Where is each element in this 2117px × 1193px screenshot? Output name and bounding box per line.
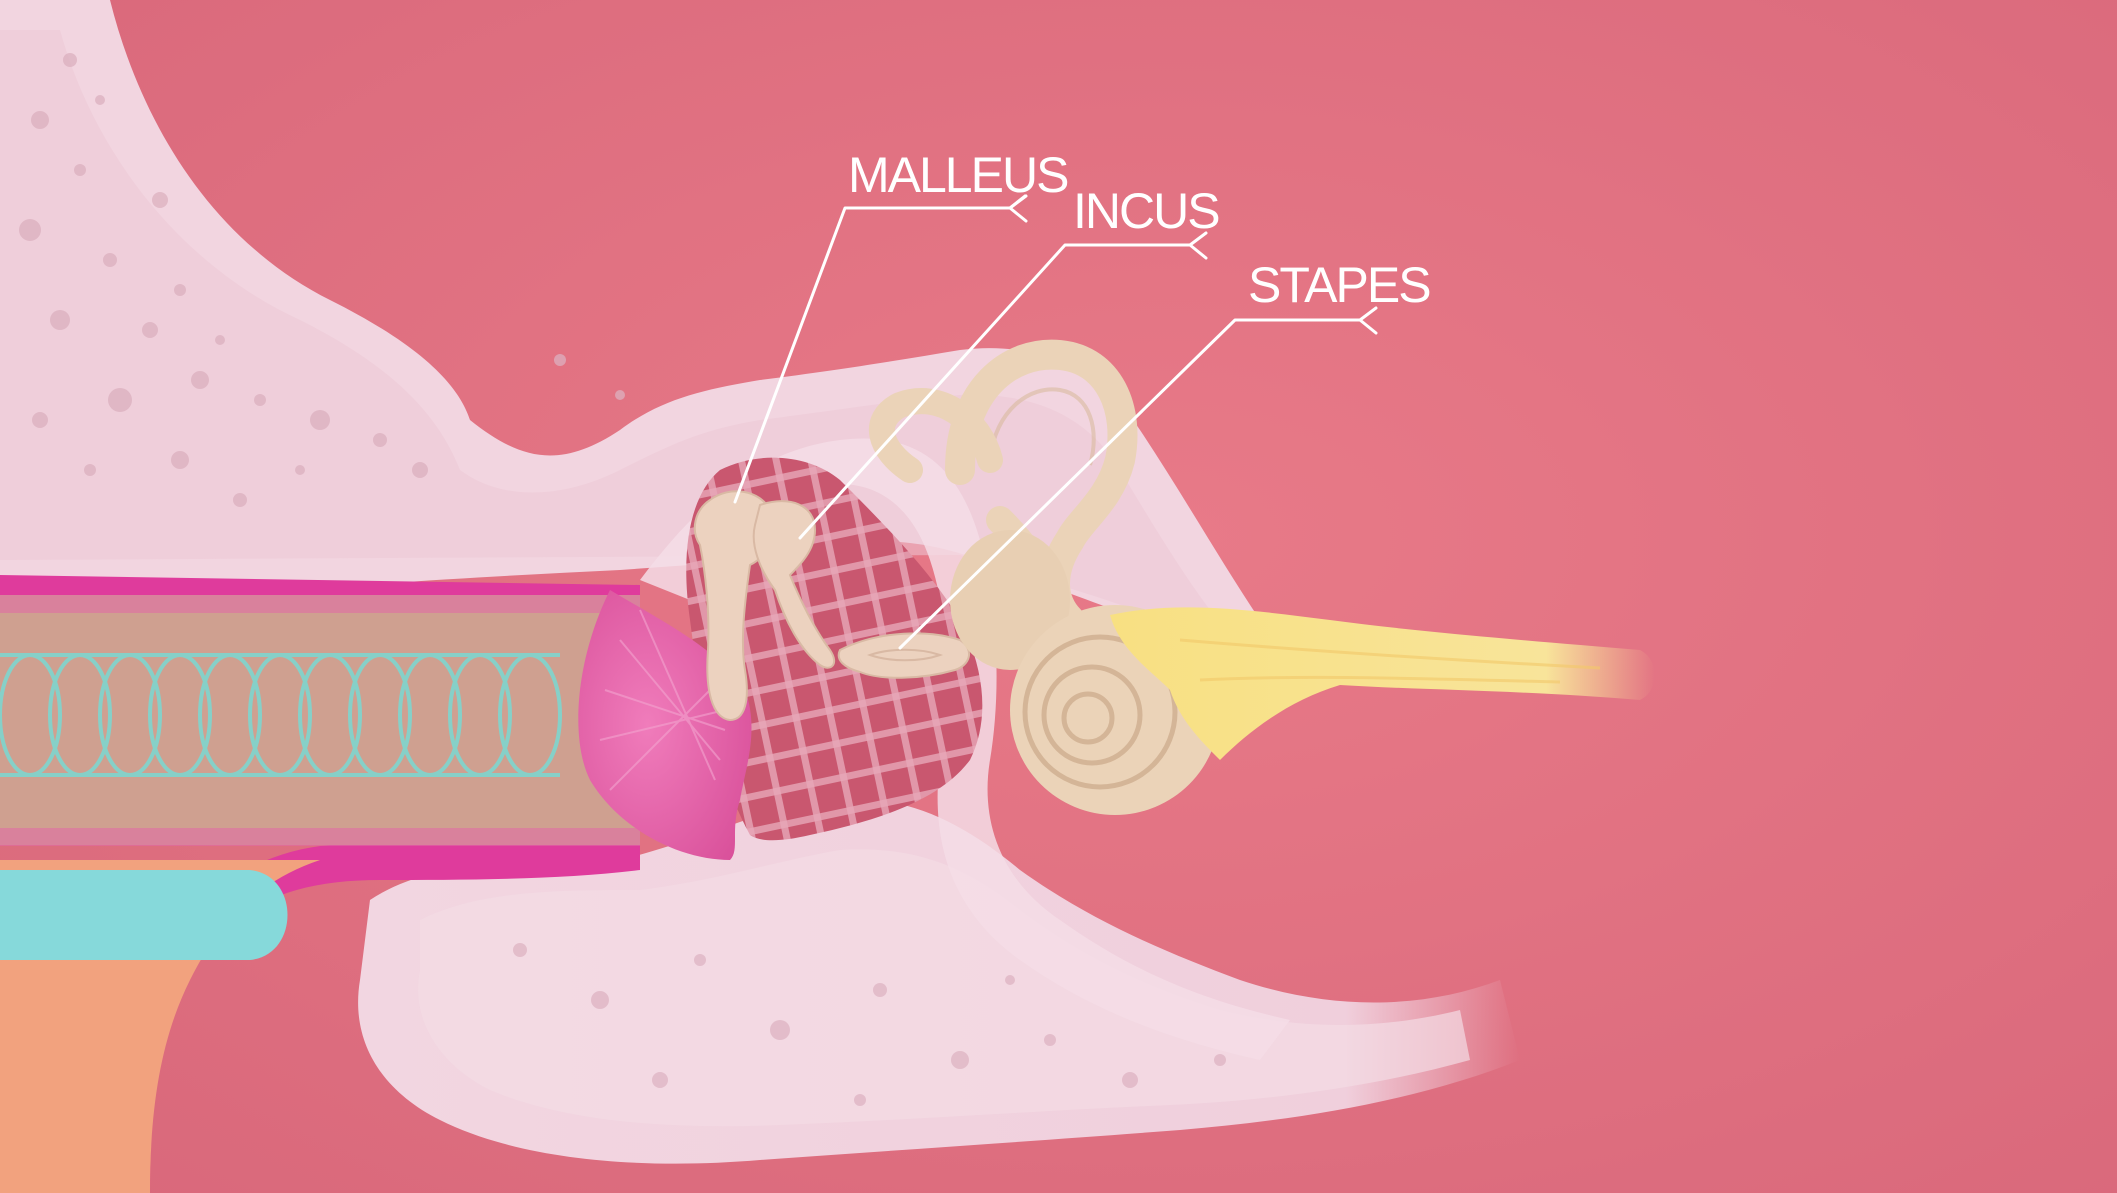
label-stapes: STAPES xyxy=(1248,257,1430,313)
label-incus: INCUS xyxy=(1073,183,1219,239)
ear-canal xyxy=(0,595,640,845)
label-malleus: MALLEUS xyxy=(848,147,1068,203)
blue-structure xyxy=(0,870,288,960)
